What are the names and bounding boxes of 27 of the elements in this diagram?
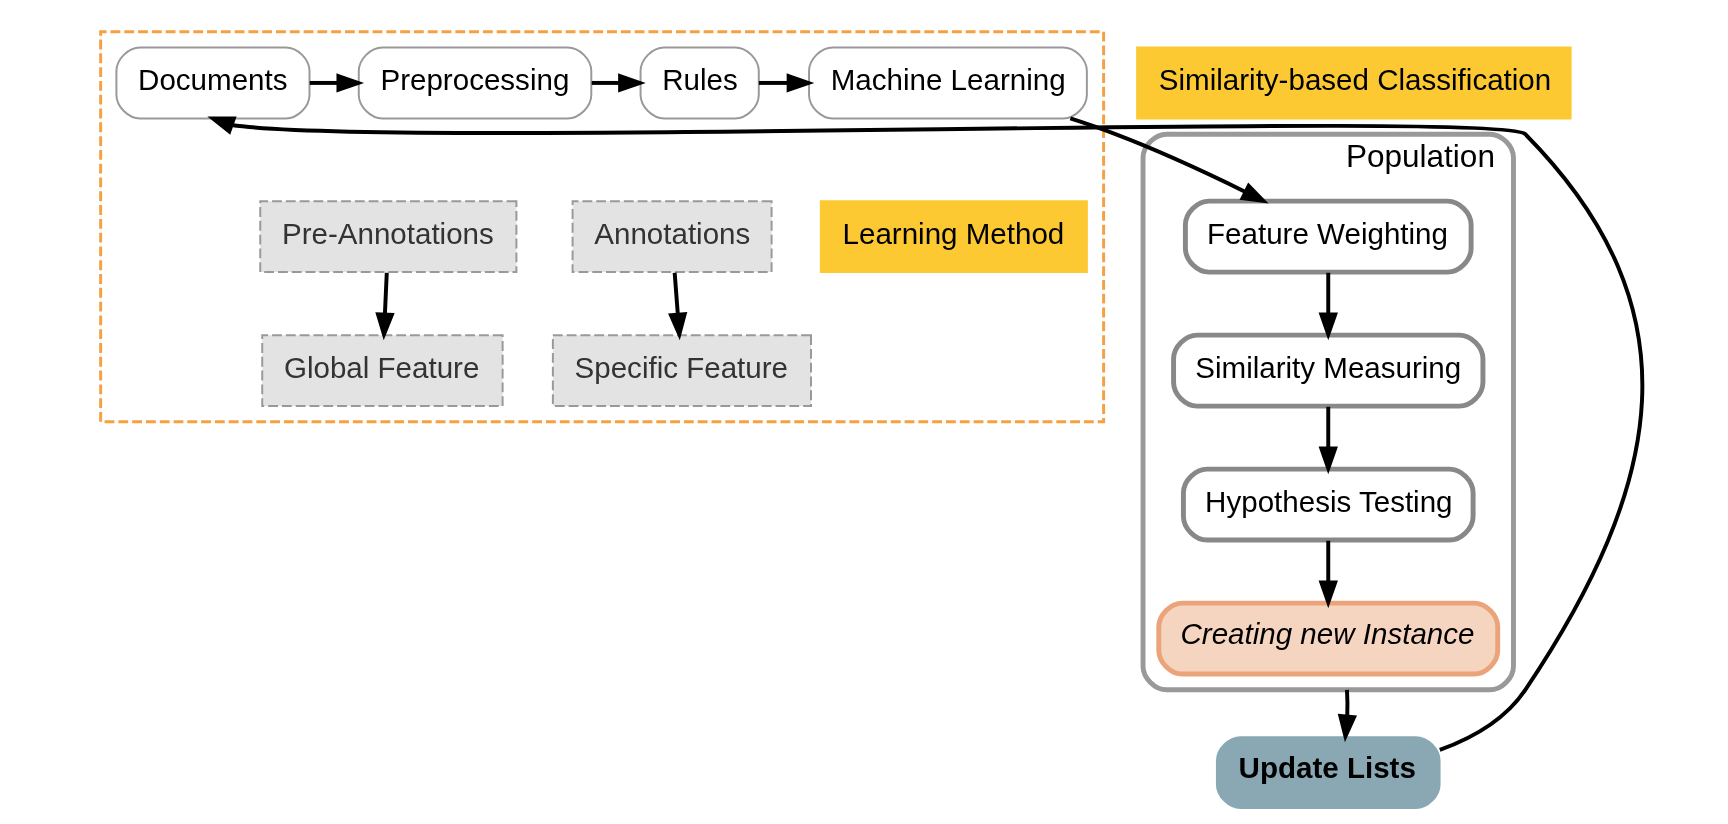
arrow xyxy=(207,116,1644,752)
node-box: Annotations xyxy=(571,200,773,274)
node-box: Hypothesis Testing xyxy=(1180,466,1476,543)
cluster xyxy=(99,30,1106,424)
arrow xyxy=(591,73,646,93)
arrow xyxy=(758,73,815,93)
arrow xyxy=(309,73,365,93)
node-box: Global Feature xyxy=(261,334,504,408)
arrow xyxy=(1069,116,1269,204)
node-box: Learning Method xyxy=(819,200,1088,274)
node-box: Update Lists xyxy=(1215,736,1441,810)
node-box: Documents xyxy=(115,46,311,120)
arrow xyxy=(1318,406,1338,475)
node-box: Machine Learning xyxy=(808,46,1088,120)
node-box: Pre-Annotations xyxy=(259,200,518,274)
node-box: Rules xyxy=(639,46,760,120)
node-box: Specific Feature xyxy=(551,334,812,408)
node-box: Feature Weighting xyxy=(1182,198,1474,275)
arrow xyxy=(1318,540,1338,609)
node-box: Creating new Instance xyxy=(1156,600,1501,677)
node-box: Preprocessing xyxy=(357,46,593,120)
arrow xyxy=(668,272,688,341)
arrow xyxy=(1318,272,1338,341)
node-box: Similarity-based Classification xyxy=(1136,46,1572,120)
arrow xyxy=(375,272,395,341)
arrow xyxy=(1337,689,1358,743)
node-box: Similarity Measuring xyxy=(1171,332,1486,409)
